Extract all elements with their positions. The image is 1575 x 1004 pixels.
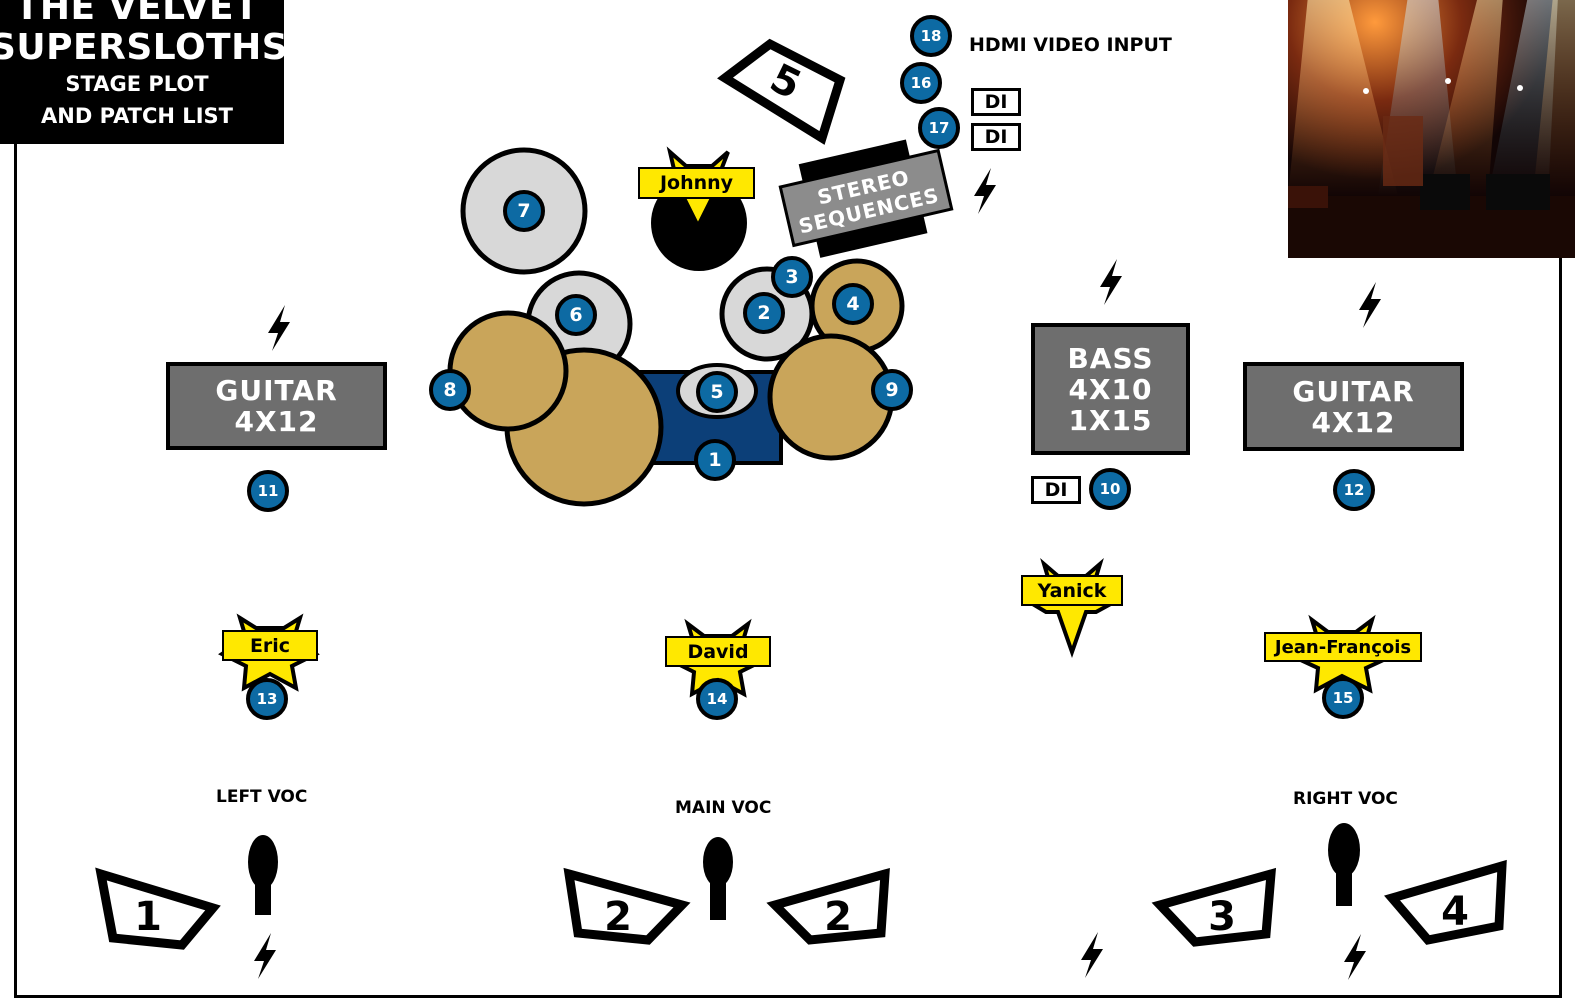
- input-number-18: 18: [910, 15, 952, 57]
- power-icon: [254, 933, 276, 979]
- input-number-10: 10: [1089, 468, 1131, 510]
- musician-name-johnny: Johnny: [638, 167, 755, 199]
- input-number-15: 15: [1322, 677, 1364, 719]
- monitor-4-number: 4: [1441, 889, 1469, 935]
- floor-monitor-2a: 2: [569, 874, 682, 940]
- input-number-6: 6: [555, 294, 597, 336]
- bass-amp: BASS 4X10 1X15: [1031, 323, 1190, 455]
- stereo-sequences-unit: STEREO SEQUENCES: [776, 133, 955, 263]
- input-number-11: 11: [247, 470, 289, 512]
- amp-right-line2: 4X12: [1311, 407, 1395, 438]
- input-number-5: 5: [696, 371, 738, 413]
- drum-monitor-wedge: 5: [725, 44, 840, 138]
- microphone-icon: [1328, 823, 1360, 906]
- bass-amp-line3: 1X15: [1068, 405, 1152, 436]
- input-number-9: 9: [871, 369, 913, 411]
- floor-monitor-4: 4: [1392, 866, 1502, 940]
- bass-amp-line1: BASS: [1067, 343, 1153, 374]
- input-number-4: 4: [832, 283, 874, 325]
- musician-name-eric: Eric: [222, 630, 318, 661]
- power-icon: [268, 305, 290, 351]
- musician-name-jean-francois: Jean-François: [1264, 632, 1422, 662]
- input-number-3: 3: [771, 256, 813, 298]
- microphone-icon: [703, 837, 733, 920]
- floor-monitor-2b: 2: [775, 874, 885, 940]
- di-box: DI: [971, 88, 1021, 116]
- floor-monitor-1: 1: [101, 874, 213, 945]
- amp-left-line2: 4X12: [234, 406, 318, 437]
- bass-amp-line2: 4X10: [1068, 374, 1152, 405]
- microphone-icon: [248, 835, 278, 915]
- monitor-1-number: 1: [134, 894, 162, 940]
- input-number-8: 8: [429, 369, 471, 411]
- di-box: DI: [971, 123, 1021, 151]
- input-number-17: 17: [918, 107, 960, 149]
- left-voc-label: LEFT VOC: [216, 787, 307, 807]
- power-icon: [1100, 259, 1122, 305]
- input-number-7: 7: [503, 190, 545, 232]
- power-icon: [1081, 932, 1103, 978]
- musician-name-yanick: Yanick: [1021, 575, 1123, 606]
- floor-monitor-3: 3: [1160, 874, 1271, 942]
- main-voc-label: MAIN VOC: [675, 798, 771, 818]
- amp-left-line1: GUITAR: [215, 375, 337, 406]
- input-number-14: 14: [696, 678, 738, 720]
- monitor-2a-number: 2: [604, 894, 632, 940]
- input-number-1: 1: [694, 439, 736, 481]
- amp-right-line1: GUITAR: [1292, 376, 1414, 407]
- input-number-13: 13: [246, 678, 288, 720]
- guitar-amp-right: GUITAR 4X12: [1243, 362, 1464, 451]
- monitor-2b-number: 2: [824, 894, 852, 940]
- musician-name-david: David: [665, 636, 771, 667]
- power-icon: [974, 168, 996, 214]
- power-icon: [1344, 934, 1366, 980]
- guitar-amp-left: GUITAR 4X12: [166, 362, 387, 450]
- cymbal-8: [450, 313, 566, 429]
- right-voc-label: RIGHT VOC: [1293, 789, 1398, 809]
- input-number-12: 12: [1333, 469, 1375, 511]
- di-box: DI: [1031, 476, 1081, 504]
- hdmi-video-input-label: HDMI VIDEO INPUT: [969, 34, 1172, 56]
- input-number-2: 2: [743, 292, 785, 334]
- input-number-16: 16: [900, 62, 942, 104]
- power-icon: [1359, 282, 1381, 328]
- monitor-3-number: 3: [1208, 894, 1236, 940]
